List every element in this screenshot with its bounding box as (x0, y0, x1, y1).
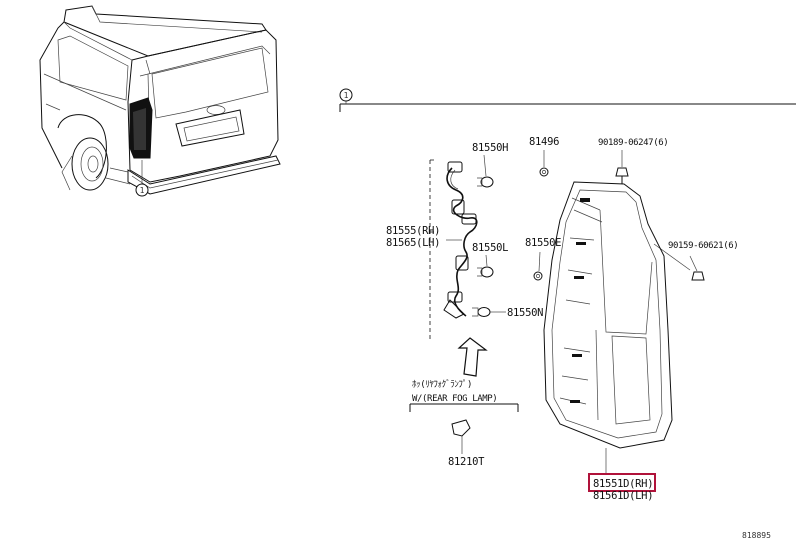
fasteners (533, 150, 705, 281)
label-81210T: 81210T (448, 456, 485, 468)
label-81496: 81496 (529, 136, 559, 148)
rear-fog-lamp-group: ﾎｯ(ﾘﾔﾌｫｸﾞﾗﾝﾌﾟ) W/(REAR FOG LAMP) (409, 379, 519, 454)
label-81550E: 81550E (525, 237, 561, 249)
highlight-box (588, 473, 656, 492)
rear-fog-note-jp: ﾎｯ(ﾘﾔﾌｫｸﾞﾗﾝﾌﾟ) (412, 379, 472, 390)
label-81550N: 81550N (507, 307, 543, 319)
label-81551: 81551D(RH) (593, 478, 653, 490)
label-81561: 81561D(LH) (593, 490, 653, 502)
label-81555: 81555(RH) (386, 225, 440, 237)
assembly-callout-marker: 1 (344, 91, 349, 100)
van-callout-marker: 1 (140, 186, 145, 195)
arrow-up-icon (457, 337, 488, 377)
part-labels: 81550H 81496 90189-06247(6) 81555(RH) 81… (386, 136, 739, 502)
rear-fog-note-en: W/(REAR FOG LAMP) (412, 394, 497, 404)
tail-lamp-assembly (543, 181, 673, 474)
label-90189: 90189-06247(6) (598, 138, 668, 148)
label-81550L: 81550L (472, 242, 508, 254)
van-rear-illustration: 1 (39, 5, 281, 197)
harness-dashed-bracket (429, 159, 436, 340)
label-90159: 90159-60621(6) (668, 241, 738, 251)
socket-and-wire-harness (443, 154, 506, 319)
assembly-header: 1 (339, 88, 796, 112)
label-81565: 81565(LH) (386, 237, 440, 249)
diagram-id: 818895 (742, 531, 771, 540)
label-81550H: 81550H (472, 142, 508, 154)
